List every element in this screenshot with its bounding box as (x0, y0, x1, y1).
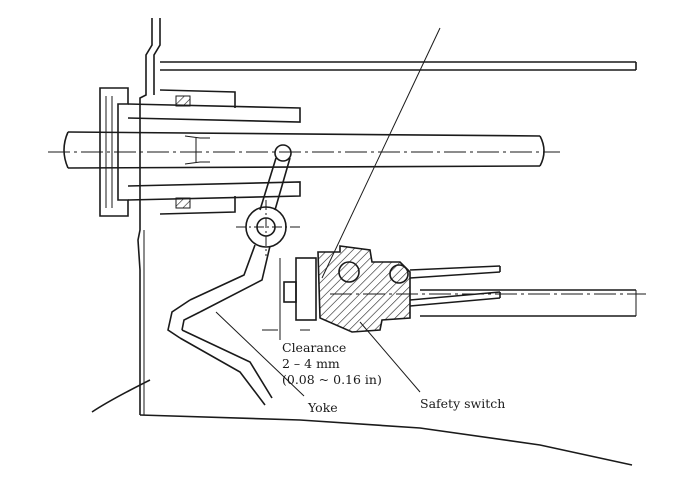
leader-lines (215, 27, 441, 397)
yoke-label: Yoke (307, 400, 338, 415)
housing-outline (137, 18, 637, 466)
safety-switch-label: Safety switch (420, 396, 505, 411)
shift-shaft (48, 131, 560, 169)
clearance-label: Clearance (282, 340, 346, 355)
safety-switch (283, 245, 646, 333)
clearance-inch-label: (0.08 ~ 0.16 in) (282, 372, 382, 387)
clearance-mm-label: 2 – 4 mm (282, 356, 340, 371)
seal-housing (99, 87, 301, 217)
yoke-lever (91, 144, 300, 413)
